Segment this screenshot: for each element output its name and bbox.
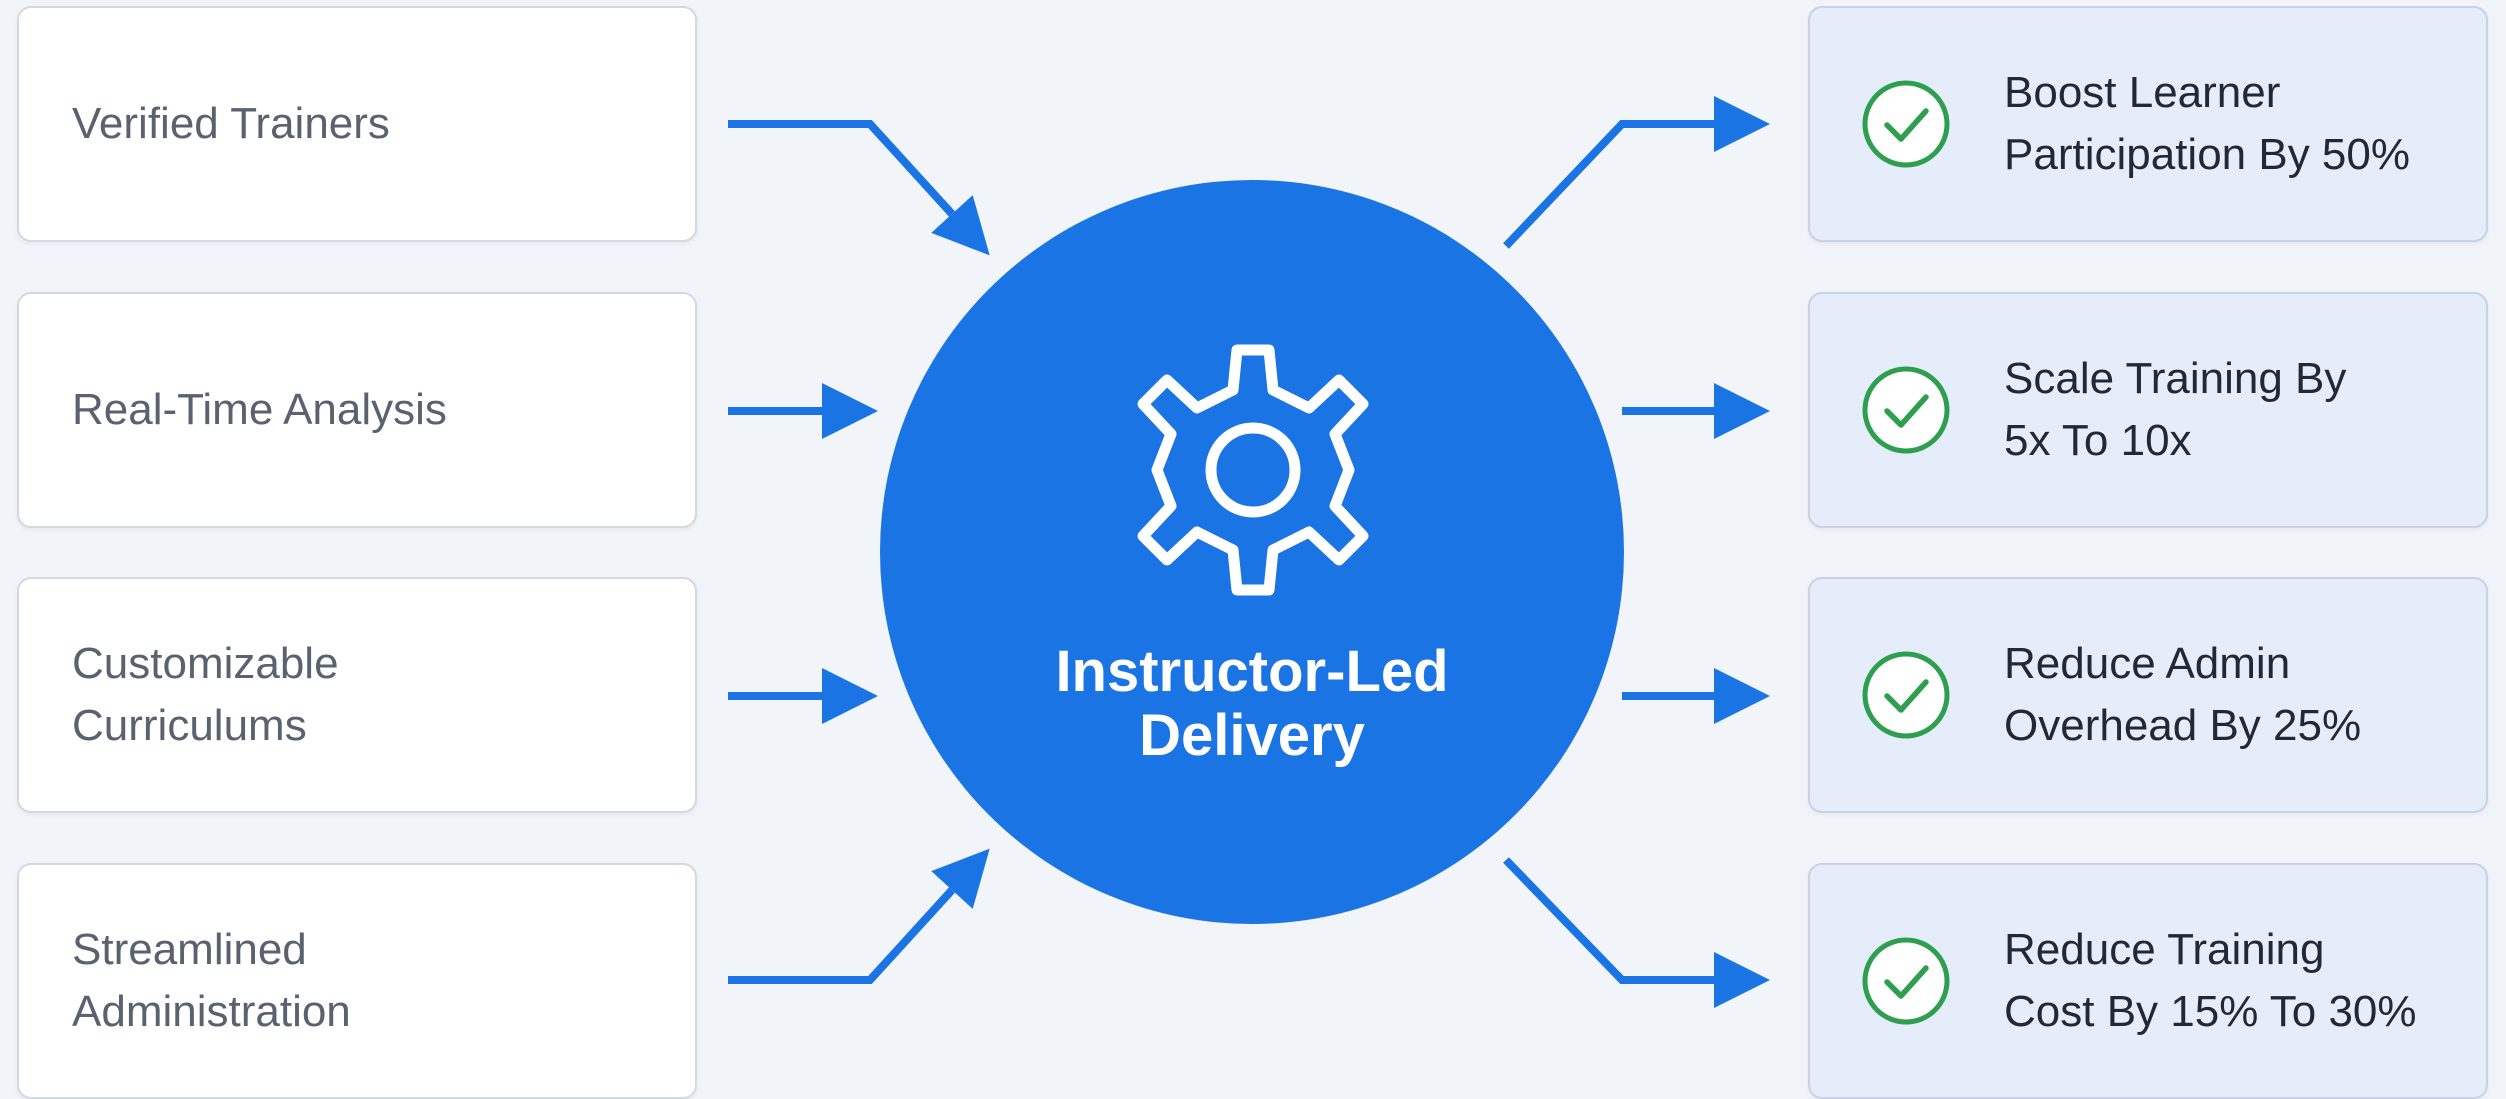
input-card-label: Real-Time Analysis — [72, 385, 447, 434]
input-card-streamlined-administration: Streamlined Administration — [17, 863, 697, 1099]
input-card-label: Streamlined Administration — [72, 925, 351, 1036]
arrow-input-4 — [728, 848, 990, 984]
input-card-verified-trainers: Verified Trainers — [17, 6, 697, 242]
arrow-outcome-1 — [1503, 96, 1770, 249]
outcome-card-label: Reduce Admin Overhead By 25% — [2004, 639, 2362, 750]
input-card-real-time-analysis: Real-Time Analysis — [17, 292, 697, 528]
outcome-card-label: Boost Learner Participation By 50% — [2004, 68, 2410, 179]
outcome-card-label: Reduce Training Cost By 15% To 30% — [2004, 925, 2417, 1036]
outcome-card-label: Scale Training By 5x To 10x — [2004, 354, 2347, 465]
input-card-customizable-curriculums: Customizable Curriculums — [17, 577, 697, 813]
input-card-label: Customizable Curriculums — [72, 639, 339, 750]
outcome-card-boost-participation: Boost Learner Participation By 50% — [1808, 6, 2488, 242]
arrow-outcome-4 — [1503, 857, 1770, 1008]
hub-label: Instructor-Led Delivery — [1055, 639, 1449, 768]
outcome-card-reduce-admin-overhead: Reduce Admin Overhead By 25% — [1808, 577, 2488, 813]
outcome-card-scale-training: Scale Training By 5x To 10x — [1808, 292, 2488, 528]
check-circle-icon — [1862, 651, 1950, 739]
input-card-label: Verified Trainers — [72, 99, 390, 148]
check-circle-icon — [1862, 366, 1950, 454]
outcome-card-reduce-training-cost: Reduce Training Cost By 15% To 30% — [1808, 863, 2488, 1099]
hub-circle — [880, 180, 1624, 924]
arrow-input-1 — [728, 120, 990, 256]
gear-icon — [1137, 344, 1369, 596]
check-circle-icon — [1862, 80, 1950, 168]
check-circle-icon — [1862, 937, 1950, 1025]
